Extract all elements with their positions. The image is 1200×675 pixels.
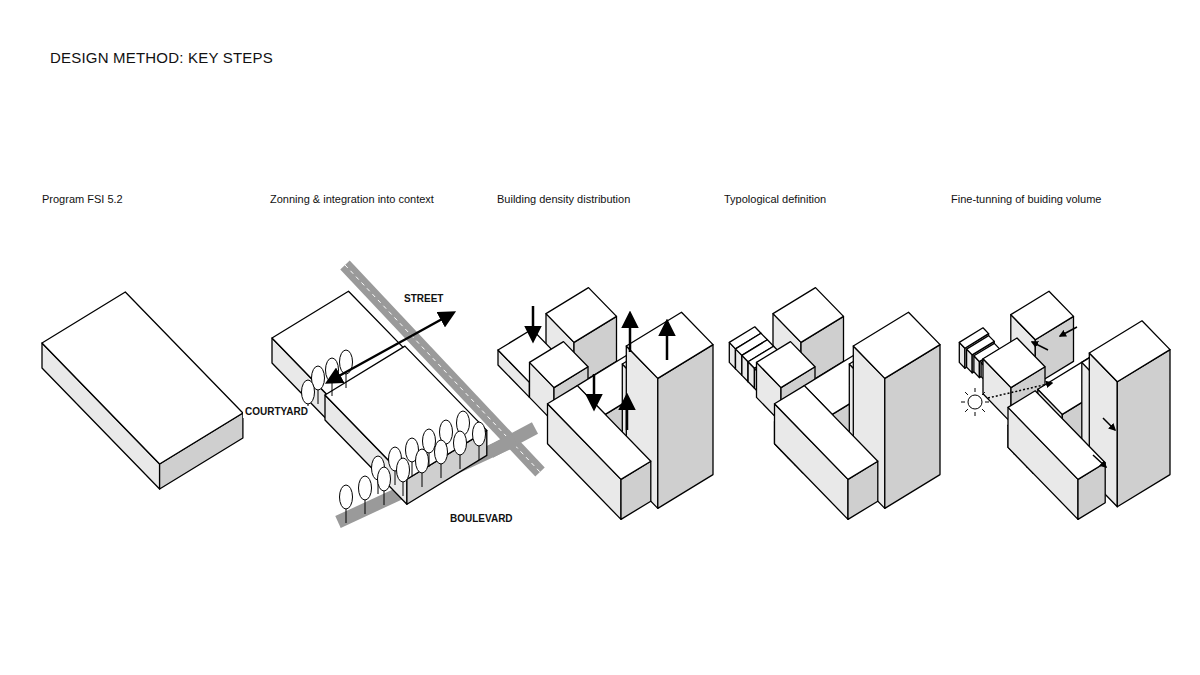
step-heading: Fine-tunning of buiding volume [951,193,1101,206]
building-face [1011,291,1074,340]
sun-ray [961,402,965,403]
tree-crown [435,440,448,464]
tree-crown [378,467,391,491]
sun-ray [982,409,985,412]
building-volume [42,292,243,489]
sun-ray [975,388,976,392]
tree-crown [359,476,372,500]
tree-crown [416,449,429,473]
context-label: STREET [402,293,445,305]
building-face [983,338,1045,388]
sun-ray [965,409,968,412]
sun-ray [975,412,976,416]
context-label: COURTYARD [243,406,310,418]
tuning-arrows [988,327,1115,467]
context-label: BOULEVARD [448,513,515,525]
context-arrows [328,313,453,382]
density-arrows [533,306,667,430]
building-face [530,342,589,388]
building-volume [548,386,651,520]
diagram-title: DESIGN METHOD: KEY STEPS [50,49,273,67]
trees [302,350,486,523]
step-heading: Typological definition [724,193,826,206]
tree-crown [473,422,486,446]
building-face [773,288,844,343]
tree-crown [454,431,467,455]
building-face [853,312,940,378]
building-volume [1008,391,1105,520]
step-heading: Zonning & integration into context [270,193,434,206]
tree-crown [397,458,410,482]
tree-crown [302,380,315,404]
building-volume [775,386,878,520]
sun-symbol [961,388,989,416]
tree-crown [340,485,353,509]
building-face [546,288,617,343]
building-face [42,292,243,464]
building-face [626,312,713,378]
building-face [775,386,878,480]
building-face [548,386,651,480]
building-face [1008,391,1105,480]
step-heading: Building density distribution [497,193,630,206]
step-heading: Program FSI 5.2 [42,193,123,206]
sun-ray [985,402,989,403]
building-face [757,342,816,388]
building-face [1089,321,1170,382]
sun-ray [965,392,968,395]
sun-disc [968,395,982,409]
sun-ray [982,392,985,395]
